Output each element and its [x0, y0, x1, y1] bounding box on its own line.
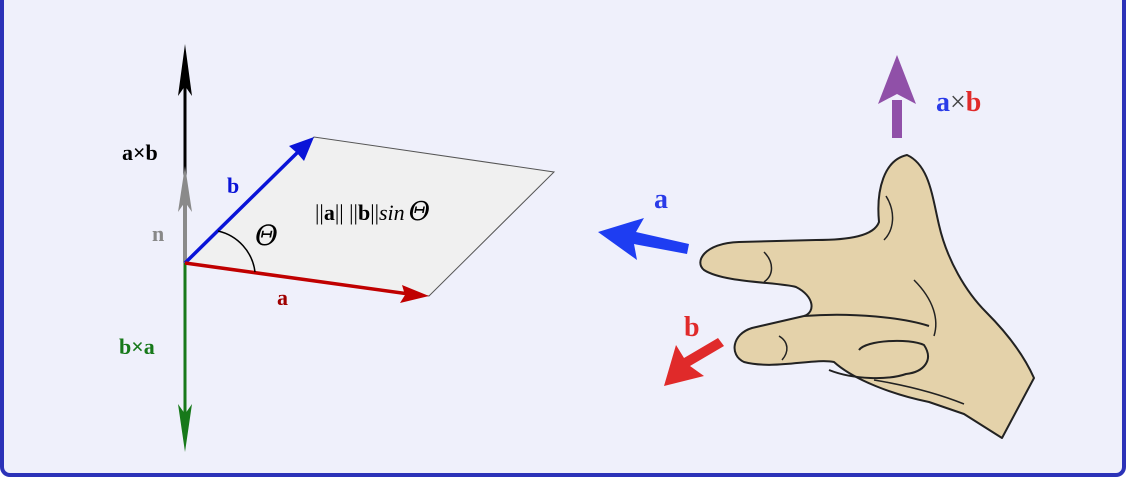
hand-label-axb: a×b [936, 87, 981, 118]
hand-illustration [699, 154, 1035, 439]
label-vector-b: b [227, 173, 239, 198]
vector-b-line [183, 148, 302, 265]
hand-body [699, 154, 1035, 439]
normal-n-head [178, 166, 192, 212]
area-formula-a: a [324, 200, 335, 225]
hand-axb-arrow-shaft [892, 100, 902, 138]
label-bxa: b×a [119, 334, 155, 359]
hand-palm-line [873, 379, 965, 405]
hand-knuckle-line-1 [883, 195, 894, 241]
axb-vector-head [178, 44, 192, 96]
hand-b-arrow [664, 338, 724, 386]
vector-a-line [184, 261, 410, 296]
area-formula-theta: Θ [409, 197, 430, 227]
label-bxa-b: b [119, 334, 131, 359]
hand-knuckle-line-4 [913, 279, 937, 337]
label-n: n [152, 221, 164, 246]
label-vector-a: a [277, 285, 288, 310]
label-bxa-a: a [144, 334, 155, 359]
label-axb-times: × [133, 140, 146, 165]
label-bxa-times: × [131, 334, 144, 359]
vector-a-head [400, 285, 429, 303]
bxa-vector-head [178, 404, 192, 452]
hand-middle-finger-line [803, 313, 930, 327]
hand-label-axb-a: a [936, 87, 950, 118]
hand-label-axb-times: × [950, 87, 966, 118]
hand-axb-arrow-head [878, 55, 916, 104]
vector-b-head [289, 137, 314, 161]
area-formula-b: b [358, 200, 370, 225]
hand-label-a: a [654, 184, 668, 215]
hand-a-arrow [598, 218, 689, 260]
hand-knuckle-line-3 [778, 335, 788, 361]
hand-label-b: b [684, 312, 700, 343]
hand-knuckle-line-2 [763, 251, 773, 283]
area-formula-mid: || || [335, 200, 358, 225]
hand-label-axb-b: b [966, 87, 982, 118]
label-axb-a: a [122, 140, 133, 165]
label-axb-left: a×b [122, 140, 158, 165]
area-formula-sin: sin [379, 200, 405, 225]
area-formula-open: || [315, 200, 324, 225]
angle-arc [217, 230, 256, 273]
label-axb-b: b [146, 140, 158, 165]
area-formula-close: || [370, 200, 379, 225]
hand-thumb-tip [828, 339, 929, 380]
label-theta: Θ [255, 219, 278, 252]
